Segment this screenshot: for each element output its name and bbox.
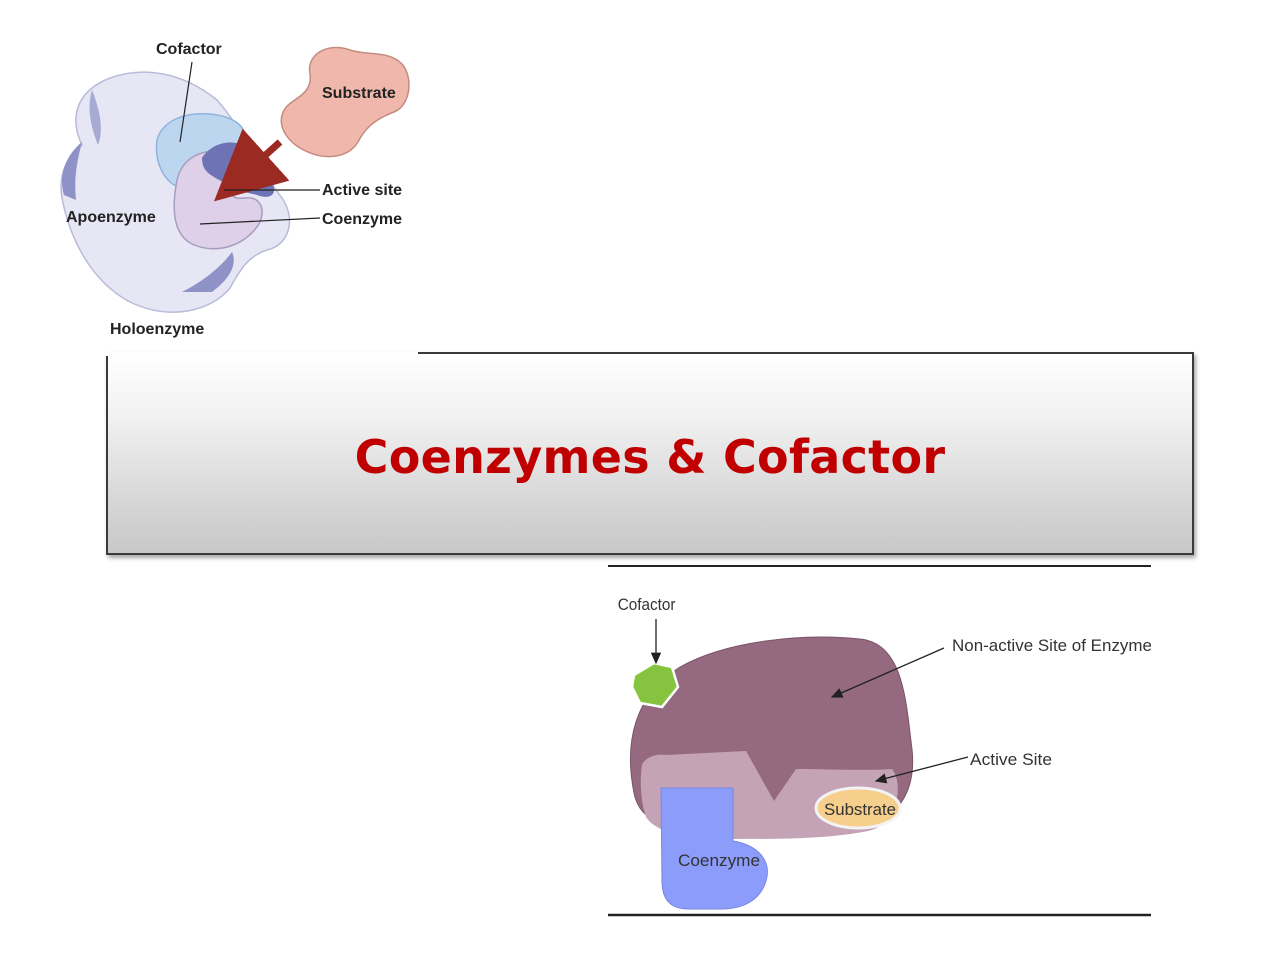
label-non-active-site: Non-active Site of Enzyme bbox=[952, 636, 1152, 655]
enzyme-site-diagram: Cofactor Non-active Site of Enzyme Activ… bbox=[608, 565, 1152, 917]
apoenzyme-crease bbox=[182, 252, 234, 292]
label-coenzyme: Coenzyme bbox=[678, 851, 760, 870]
pointer-non-active-site bbox=[830, 647, 945, 698]
label-apoenzyme: Apoenzyme bbox=[66, 209, 156, 226]
label-cofactor: Cofactor bbox=[156, 41, 222, 58]
leader-cofactor bbox=[179, 61, 193, 143]
title-banner: Coenzymes & Cofactor bbox=[106, 352, 1194, 555]
apoenzyme-crease bbox=[62, 142, 82, 200]
label-active-site: Active site bbox=[322, 182, 402, 199]
substrate-shape bbox=[814, 786, 902, 830]
leader-coenzyme bbox=[199, 217, 321, 225]
coenzyme-shape bbox=[660, 787, 768, 910]
substrate-shape bbox=[280, 46, 410, 158]
label-holoenzyme: Holoenzyme bbox=[110, 321, 204, 338]
label-coenzyme: Coenzyme bbox=[322, 211, 402, 228]
holoenzyme-diagram: Cofactor Substrate Active site Apoenzyme… bbox=[60, 41, 410, 338]
label-active-site: Active Site bbox=[970, 750, 1052, 769]
label-cofactor: Cofactor bbox=[618, 595, 676, 614]
banner-top-cut bbox=[106, 352, 418, 356]
pointer-active-site bbox=[874, 756, 969, 784]
label-substrate: Substrate bbox=[322, 85, 396, 102]
apoenzyme-crease bbox=[89, 90, 101, 145]
page-title: Coenzymes & Cofactor bbox=[354, 429, 946, 484]
label-substrate: Substrate bbox=[824, 800, 896, 819]
substrate-arrow bbox=[213, 128, 290, 202]
